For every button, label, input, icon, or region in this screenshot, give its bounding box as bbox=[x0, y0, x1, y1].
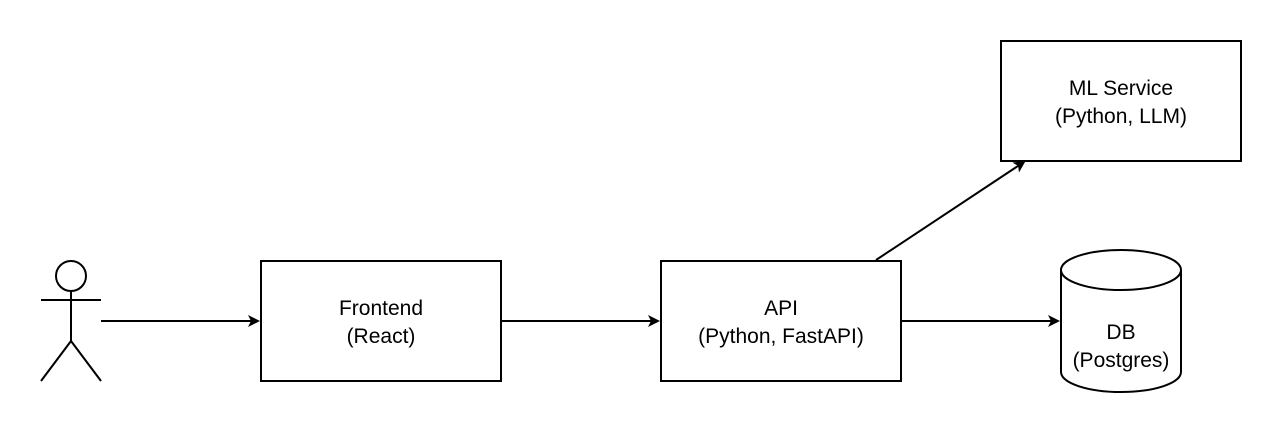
edge-api-to-ml-service bbox=[875, 160, 1026, 261]
frontend-subtitle: (React) bbox=[347, 325, 416, 348]
api-title: API bbox=[764, 297, 798, 320]
api-node[interactable]: API (Python, FastAPI) bbox=[660, 260, 902, 382]
database-icon bbox=[1060, 249, 1182, 393]
frontend-node[interactable]: Frontend (React) bbox=[260, 260, 502, 382]
ml-service-node[interactable]: ML Service (Python, LLM) bbox=[1000, 40, 1242, 162]
db-title: DB bbox=[1106, 321, 1135, 344]
db-node[interactable]: DB (Postgres) bbox=[1060, 249, 1182, 393]
ml-service-subtitle: (Python, LLM) bbox=[1055, 105, 1187, 128]
ml-service-title: ML Service bbox=[1069, 77, 1173, 100]
api-subtitle: (Python, FastAPI) bbox=[698, 325, 864, 348]
db-subtitle: (Postgres) bbox=[1073, 349, 1170, 372]
frontend-title: Frontend bbox=[339, 297, 423, 320]
database-top-rim bbox=[1060, 269, 1182, 291]
user-actor-icon bbox=[40, 260, 102, 382]
